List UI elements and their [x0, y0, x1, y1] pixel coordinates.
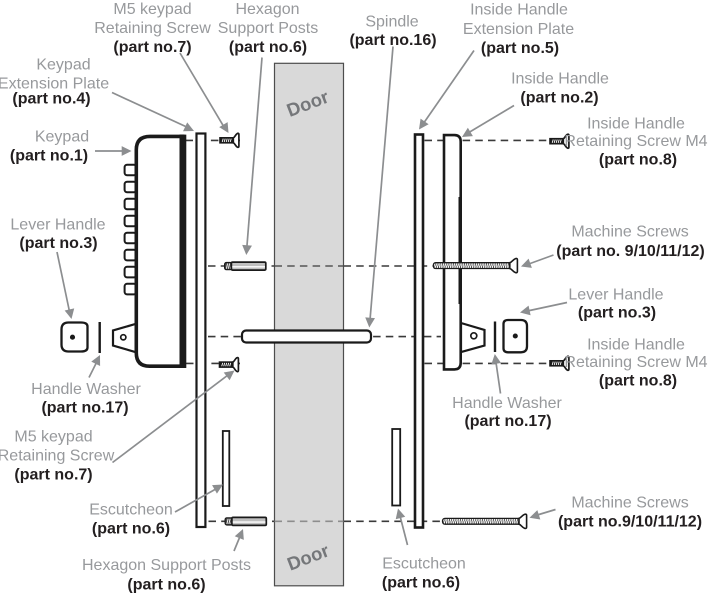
svg-text:(part no.8): (part no.8): [599, 151, 677, 168]
svg-text:Keypad: Keypad: [35, 128, 89, 145]
svg-text:(part no.17): (part no.17): [464, 413, 551, 430]
svg-text:(part no.3): (part no.3): [19, 235, 97, 252]
svg-text:Keypad: Keypad: [36, 57, 90, 74]
svg-text:Hexagon: Hexagon: [235, 1, 299, 18]
svg-text:Lever Handle: Lever Handle: [10, 216, 105, 233]
svg-text:Inside Handle: Inside Handle: [587, 115, 685, 132]
svg-text:Escutcheon: Escutcheon: [382, 556, 466, 573]
svg-text:(part no.6): (part no.6): [127, 577, 205, 594]
svg-text:(part no.4): (part no.4): [12, 91, 90, 108]
svg-text:Handle Washer: Handle Washer: [31, 381, 141, 398]
svg-text:(part no.2): (part no.2): [520, 90, 598, 107]
svg-text:Support Posts: Support Posts: [218, 20, 319, 37]
svg-text:(part no.17): (part no.17): [41, 399, 128, 416]
svg-text:Inside Handle: Inside Handle: [587, 337, 685, 354]
svg-text:Inside Handle: Inside Handle: [470, 2, 568, 19]
svg-text:Escutcheon: Escutcheon: [89, 502, 173, 519]
svg-text:Lever Handle: Lever Handle: [568, 286, 663, 303]
svg-text:(part no.1): (part no.1): [10, 148, 88, 165]
svg-text:(part no.16): (part no.16): [349, 32, 436, 49]
svg-text:Retaining Screw: Retaining Screw: [0, 448, 115, 465]
svg-text:Machine Screws: Machine Screws: [571, 495, 688, 512]
svg-text:(part no.3): (part no.3): [578, 305, 656, 322]
svg-text:(part no.6): (part no.6): [229, 39, 307, 56]
svg-text:Machine Screws: Machine Screws: [571, 223, 688, 240]
svg-text:Retaining Screw M4: Retaining Screw M4: [564, 133, 707, 150]
svg-text:(part no.9/10/11/12): (part no.9/10/11/12): [558, 513, 702, 530]
svg-text:Extension Plate: Extension Plate: [463, 21, 574, 38]
svg-text:M5 keypad: M5 keypad: [113, 1, 191, 18]
svg-text:Inside Handle: Inside Handle: [511, 71, 609, 88]
svg-text:(part no.7): (part no.7): [14, 467, 92, 484]
svg-text:(part no. 9/10/11/12): (part no. 9/10/11/12): [556, 243, 705, 260]
svg-text:Extension Plate: Extension Plate: [0, 76, 109, 93]
svg-text:(part no.6): (part no.6): [382, 574, 460, 591]
svg-text:Spindle: Spindle: [365, 14, 418, 31]
svg-text:(part no.7): (part no.7): [113, 39, 191, 56]
svg-text:Retaining Screw M4: Retaining Screw M4: [564, 354, 707, 371]
svg-text:Hexagon Support Posts: Hexagon Support Posts: [82, 557, 251, 574]
svg-text:Handle Washer: Handle Washer: [452, 395, 562, 412]
svg-text:(part no.5): (part no.5): [481, 40, 559, 57]
svg-text:Retaining Screw: Retaining Screw: [94, 20, 211, 37]
svg-text:(part no.6): (part no.6): [92, 521, 170, 538]
svg-text:(part no.8): (part no.8): [599, 372, 677, 389]
svg-text:M5 keypad: M5 keypad: [14, 428, 92, 445]
